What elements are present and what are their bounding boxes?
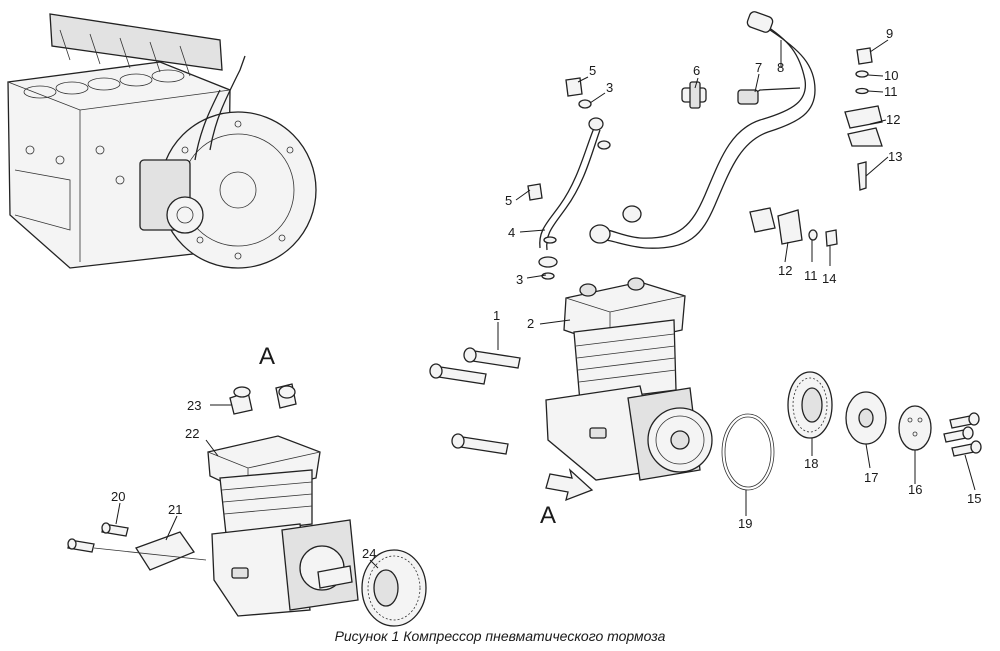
- callout-11a: 11: [884, 84, 898, 99]
- callout-3b: 3: [516, 272, 523, 287]
- callout-11b: 11: [804, 268, 818, 283]
- callout-4: 4: [508, 225, 515, 240]
- drive-parts: [721, 371, 982, 491]
- callout-19: 19: [738, 516, 752, 531]
- leader-lines: [115, 39, 976, 569]
- callout-14: 14: [822, 271, 836, 286]
- callout-12a: 12: [886, 112, 900, 127]
- compressor-main: [429, 277, 713, 502]
- view-a-compressor: [67, 383, 427, 627]
- callouts: 1 2 3 3 4 5 5 6 7 8 9 10 11 11 12 12 13 …: [111, 26, 981, 561]
- callout-13: 13: [888, 149, 902, 164]
- callout-12b: 12: [778, 263, 792, 278]
- pipes-assembly: [527, 11, 883, 280]
- callout-5b: 5: [505, 193, 512, 208]
- callout-15: 15: [967, 491, 981, 506]
- callout-10: 10: [884, 68, 898, 83]
- callout-8: 8: [777, 60, 784, 75]
- callout-6: 6: [693, 63, 700, 78]
- callout-22: 22: [185, 426, 199, 441]
- callout-21: 21: [168, 502, 182, 517]
- figure-caption: Рисунок 1 Компрессор пневматического тор…: [334, 628, 666, 644]
- callout-3a: 3: [606, 80, 613, 95]
- callout-5a: 5: [589, 63, 596, 78]
- callout-18: 18: [804, 456, 818, 471]
- callout-17: 17: [864, 470, 878, 485]
- callout-23: 23: [187, 398, 201, 413]
- callout-7: 7: [755, 60, 762, 75]
- callout-2: 2: [527, 316, 534, 331]
- callout-1: 1: [493, 308, 500, 323]
- callout-24: 24: [362, 546, 376, 561]
- callout-9: 9: [886, 26, 893, 41]
- callout-20: 20: [111, 489, 125, 504]
- engine-illustration: [7, 13, 317, 269]
- view-a-arrow-label: А: [540, 502, 556, 529]
- view-a-title: А: [259, 343, 275, 370]
- callout-16: 16: [908, 482, 922, 497]
